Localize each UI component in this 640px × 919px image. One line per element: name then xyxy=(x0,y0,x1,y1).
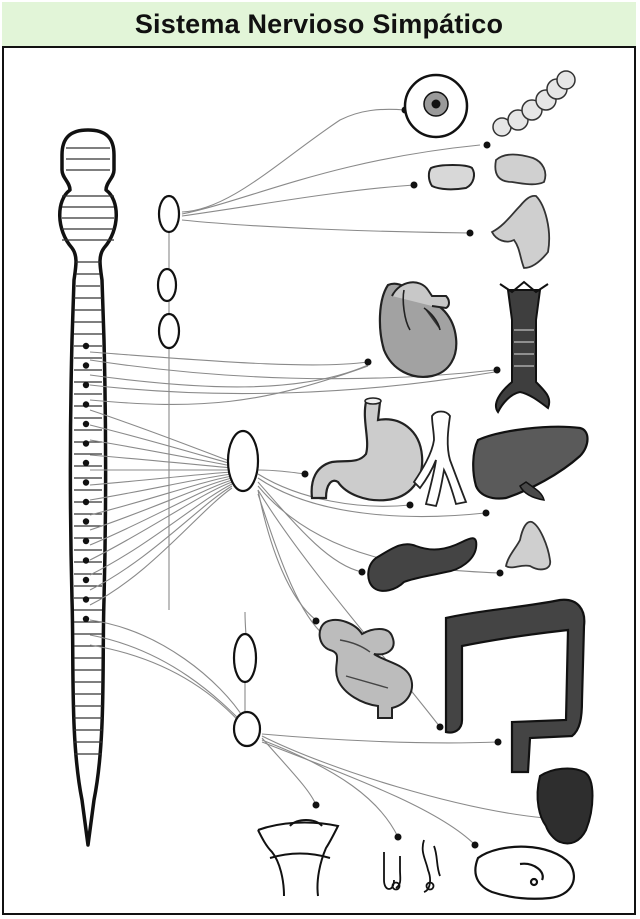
cord-segment-dot xyxy=(83,421,89,427)
ganglia xyxy=(158,196,260,746)
uterus-organ xyxy=(258,820,338,896)
cord-segment-dot xyxy=(83,343,89,349)
pancreas-organ xyxy=(368,538,476,591)
cord-segment-dot xyxy=(83,382,89,388)
kidney-organ xyxy=(538,769,593,844)
cord-segment-dot xyxy=(83,401,89,407)
submandibular-gland-organ xyxy=(492,196,549,268)
lacrimal-glands-organ xyxy=(493,71,575,136)
bladder-organ xyxy=(475,847,574,899)
cord-segment-dot xyxy=(83,362,89,368)
trachea-organ xyxy=(496,282,549,412)
heart-organ xyxy=(380,282,456,377)
stomach-organ xyxy=(312,398,423,500)
salivary-gland-organ xyxy=(429,165,474,189)
cord-segment-dot xyxy=(83,616,89,622)
middle-cervical-ganglion xyxy=(158,269,176,301)
celiac-ganglion xyxy=(228,431,258,491)
cord-segment-dot xyxy=(83,577,89,583)
cord-segment-dot xyxy=(83,538,89,544)
cord-segment-dot xyxy=(83,460,89,466)
genitals-organ xyxy=(384,840,440,892)
gallbladder-organ xyxy=(506,522,550,570)
spinal-cord xyxy=(60,130,117,845)
cord-segment-dot xyxy=(83,518,89,524)
superior-mesenteric-ganglion xyxy=(234,634,256,682)
inferior-mesenteric-ganglion xyxy=(234,712,260,746)
superior-cervical-ganglion xyxy=(159,196,179,232)
cord-segment-dot xyxy=(83,596,89,602)
large-intestine-organ xyxy=(446,600,584,772)
cord-segment-dot xyxy=(83,557,89,563)
small-intestine-organ xyxy=(320,620,412,718)
cord-segment-dot xyxy=(83,499,89,505)
eye-organ xyxy=(405,75,467,137)
cord-segment-dot xyxy=(83,479,89,485)
inferior-cervical-ganglion xyxy=(159,314,179,348)
liver-organ xyxy=(473,427,587,500)
parotid-gland-organ xyxy=(495,155,545,185)
cord-segment-dot xyxy=(83,440,89,446)
